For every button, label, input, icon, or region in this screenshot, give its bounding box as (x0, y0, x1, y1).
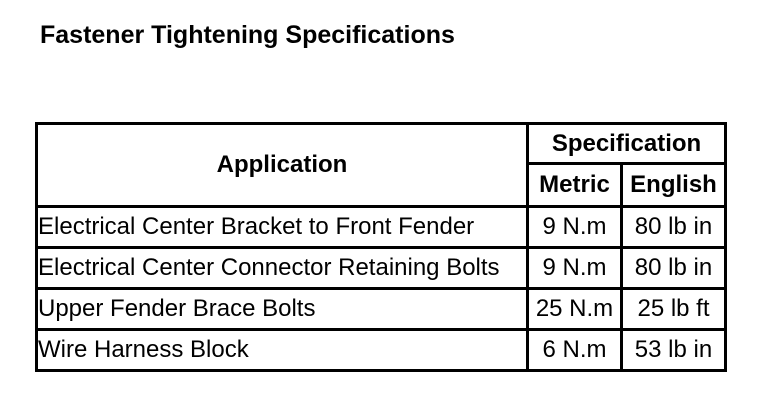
table-row: Electrical Center Bracket to Front Fende… (35, 205, 727, 249)
col-header-metric: Metric (526, 162, 623, 208)
application-cell: Electrical Center Connector Retaining Bo… (35, 246, 529, 290)
english-value-cell: 25 lb ft (620, 287, 727, 331)
metric-value-cell: 25 N.m (526, 287, 623, 331)
header-row-specification: Application Specification (35, 122, 727, 208)
metric-value-cell: 6 N.m (526, 328, 623, 372)
table-row: Upper Fender Brace Bolts 25 N.m 25 lb ft (35, 287, 727, 331)
application-cell: Upper Fender Brace Bolts (35, 287, 529, 331)
col-header-application: Application (35, 122, 529, 208)
metric-value-cell: 9 N.m (526, 205, 623, 249)
fastener-spec-table: Application Specification Metric English… (35, 122, 727, 372)
english-value-cell: 80 lb in (620, 246, 727, 290)
application-cell: Electrical Center Bracket to Front Fende… (35, 205, 529, 249)
header-row-units: Metric English (37, 162, 727, 208)
table-row: Electrical Center Connector Retaining Bo… (35, 246, 727, 290)
metric-value-cell: 9 N.m (526, 246, 623, 290)
table-row: Wire Harness Block 6 N.m 53 lb in (35, 328, 727, 372)
english-value-cell: 53 lb in (620, 328, 727, 372)
col-header-specification: Specification (526, 122, 727, 165)
page-title: Fastener Tightening Specifications (40, 21, 455, 49)
english-value-cell: 80 lb in (620, 205, 727, 249)
application-cell: Wire Harness Block (35, 328, 529, 372)
col-header-english: English (620, 162, 727, 208)
